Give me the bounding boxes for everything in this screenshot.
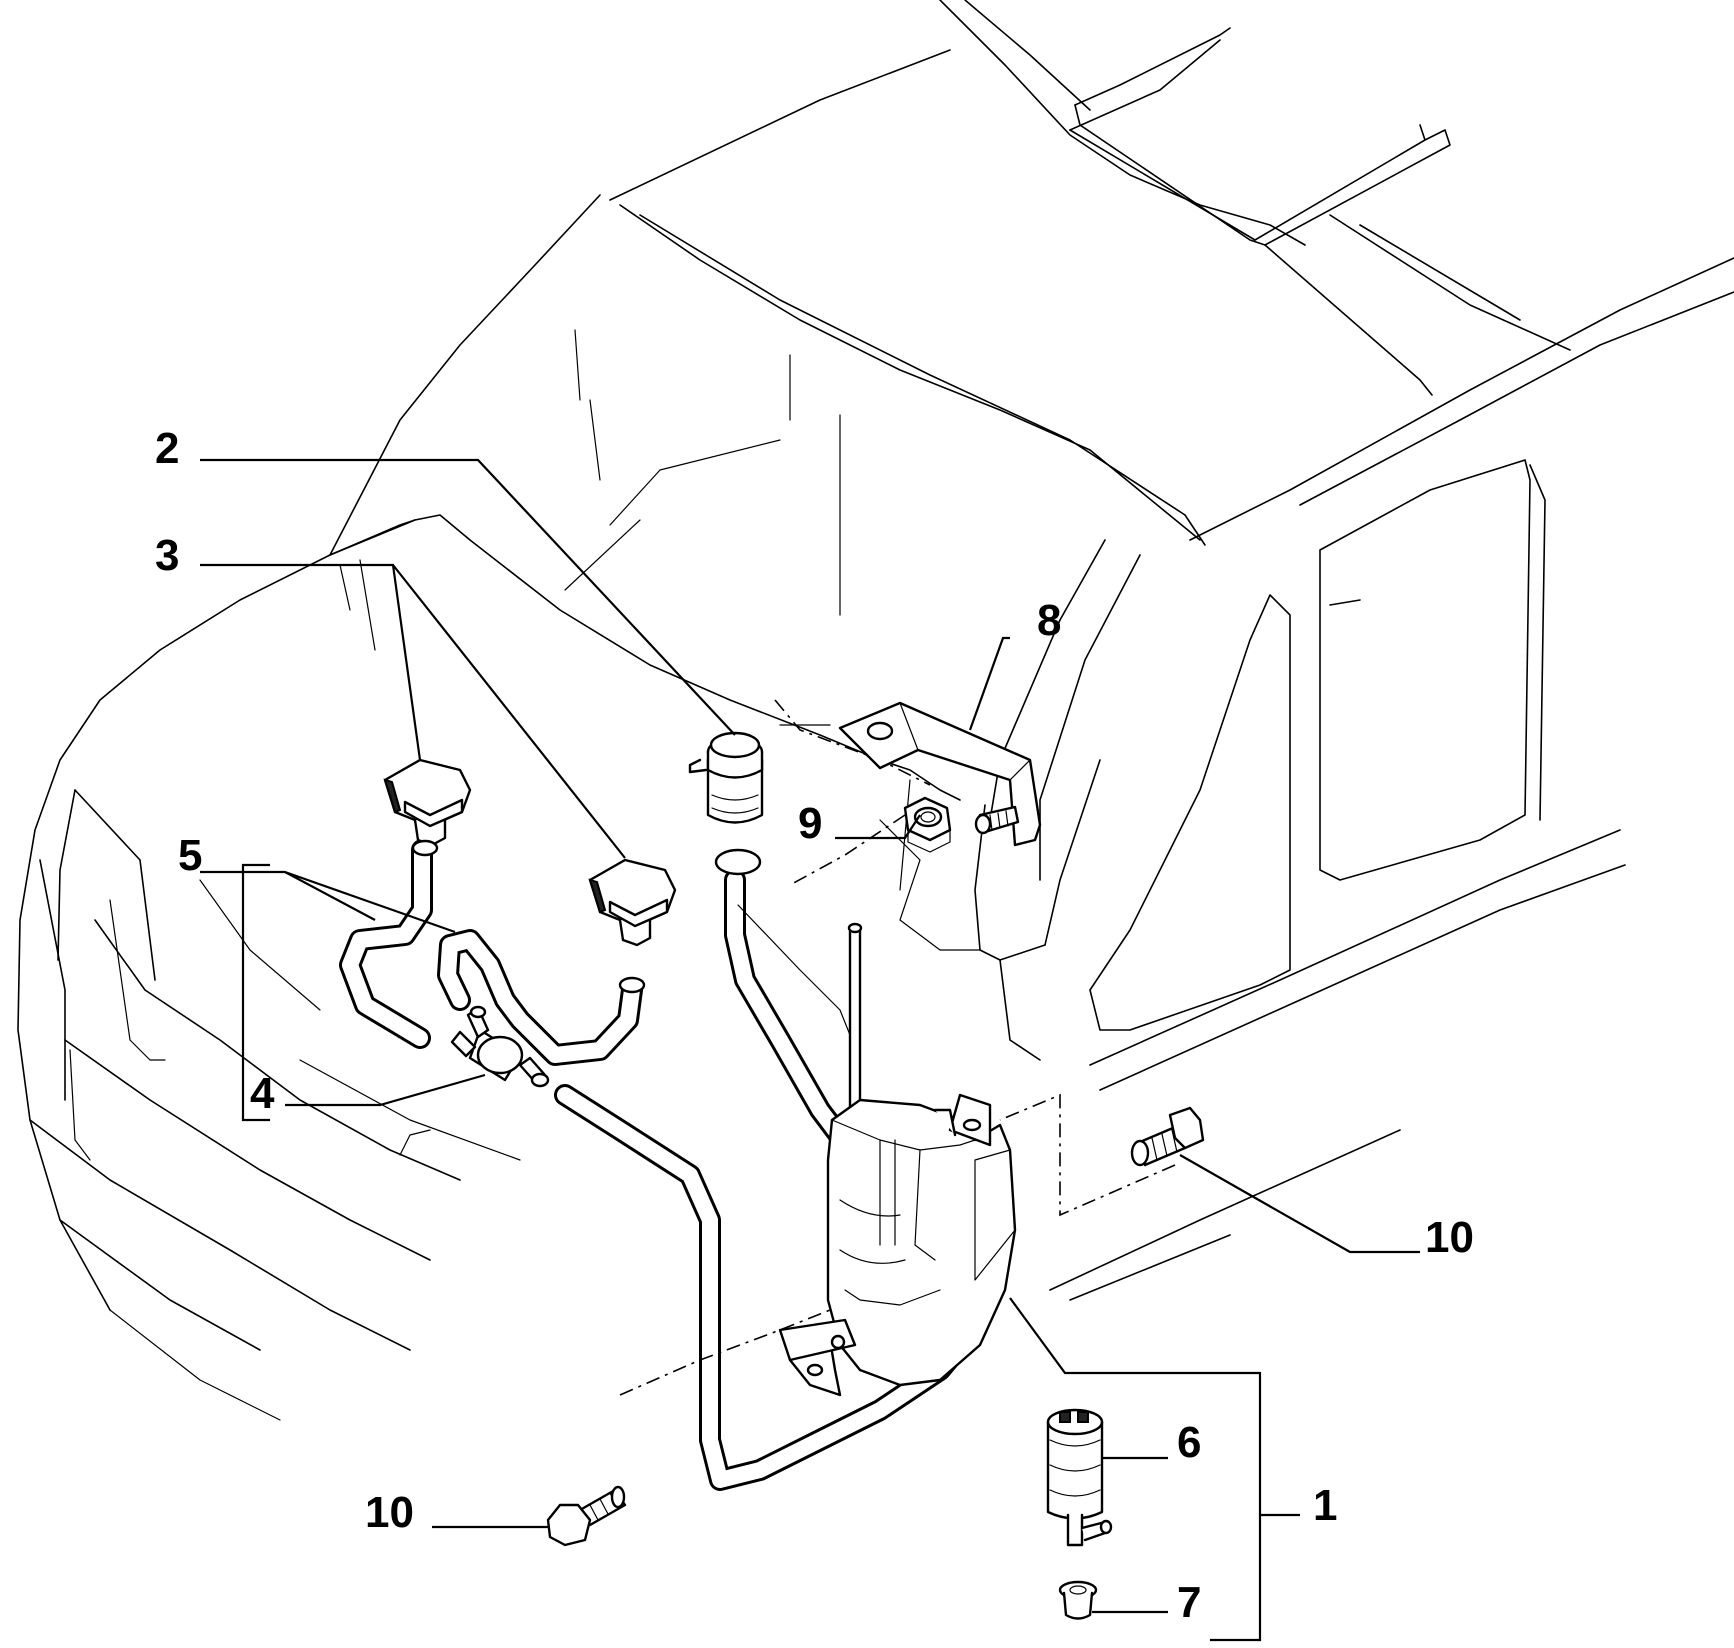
vehicle-body-outline <box>17 0 1734 1421</box>
callout-4: 4 <box>250 1069 275 1118</box>
bracket-stud <box>974 805 1020 835</box>
leader-bracket-4-5 <box>241 863 270 1122</box>
mounting-guide-lines <box>619 699 1176 1396</box>
leader-3 <box>200 563 626 859</box>
callout-9: 9 <box>798 799 822 848</box>
part-3-washer-nozzle-left[interactable] <box>383 758 472 857</box>
callout-8: 8 <box>1037 596 1061 645</box>
part-2-filler-cap[interactable] <box>688 731 764 824</box>
callout-5: 5 <box>178 831 202 880</box>
callout-2: 2 <box>155 424 179 473</box>
callout-10-right: 10 <box>1425 1213 1474 1262</box>
part-10-bolt-right[interactable] <box>1130 1106 1205 1167</box>
part-9-hex-nut[interactable] <box>903 796 952 853</box>
leader-8 <box>968 636 1010 731</box>
leader-1 <box>1009 1297 1300 1642</box>
callout-labels: 2 3 5 4 8 9 10 10 6 1 7 <box>155 424 1474 1627</box>
callout-1: 1 <box>1313 1481 1337 1530</box>
part-4-t-connector[interactable] <box>450 1005 550 1088</box>
callout-6: 6 <box>1177 1418 1201 1467</box>
callout-7: 7 <box>1177 1578 1201 1627</box>
part-7-grommet[interactable] <box>1058 1580 1098 1620</box>
part-6-washer-pump[interactable] <box>1046 1408 1113 1547</box>
part-8-mounting-bracket[interactable] <box>838 701 1042 847</box>
leader-4 <box>285 1073 486 1107</box>
leader-10-right <box>1179 1154 1420 1254</box>
part-3-washer-nozzle-right[interactable] <box>588 858 677 994</box>
callout-3: 3 <box>155 531 179 580</box>
callout-10-left: 10 <box>365 1488 414 1537</box>
leader-2 <box>200 458 736 736</box>
part-10-bolt-left[interactable] <box>546 1485 627 1547</box>
leader-5 <box>200 870 456 934</box>
part-1-washer-reservoir[interactable] <box>778 1093 1017 1397</box>
leader-lines <box>200 458 1420 1642</box>
leader-9 <box>835 814 921 840</box>
